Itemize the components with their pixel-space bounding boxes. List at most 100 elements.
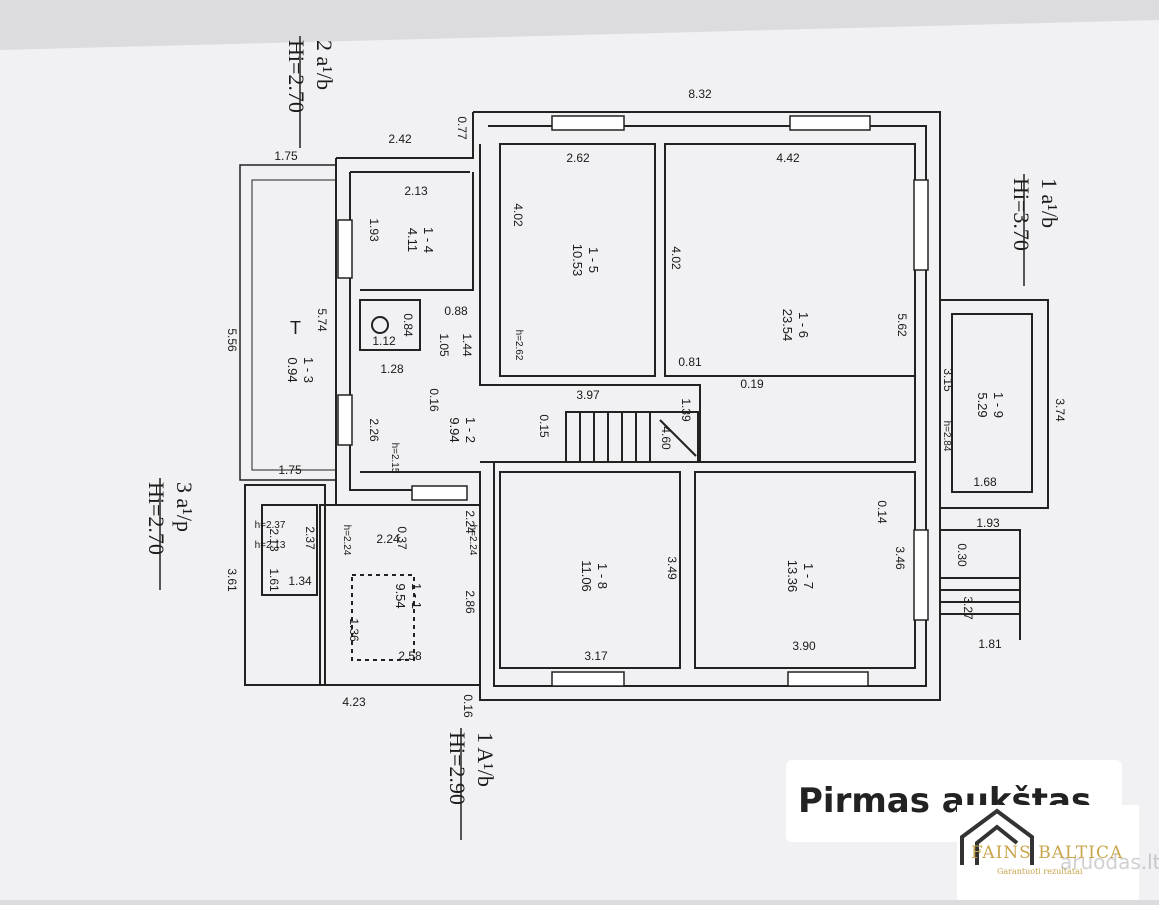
room-1-1-dashed <box>351 574 415 661</box>
room-1-5-id: 1 - 5 <box>586 247 601 273</box>
level-label-3-code: 3 a¹/p <box>172 482 197 532</box>
dimension-label: 3.61 <box>225 568 239 592</box>
terrace-label: T <box>290 318 301 338</box>
room-1-3-area: 0.94 <box>285 357 300 382</box>
dimension-label: 8.32 <box>688 87 712 101</box>
house-roof-icon <box>960 808 1034 865</box>
room-1-5-area: 10.53 <box>570 244 585 277</box>
dimension-label: 0.81 <box>678 355 702 369</box>
dimension-label: 5.74 <box>315 308 329 332</box>
room-1-3-id: 1 - 3 <box>301 357 316 383</box>
windows <box>337 115 929 687</box>
room-1-9-id: 1 - 9 <box>991 392 1006 418</box>
dimension-label: 3.27 <box>961 596 975 620</box>
dimension-label: 1.75 <box>274 149 298 163</box>
dimension-label: 2.42 <box>388 132 412 146</box>
dimension-label: 4.42 <box>776 151 800 165</box>
porch-inner <box>261 504 318 596</box>
dimension-label: 1.93 <box>976 516 1000 530</box>
room-1-9-area: 5.29 <box>975 392 990 417</box>
dimension-label: 1.39 <box>679 398 693 422</box>
level-label-3-height: Hi=2.70 <box>144 482 169 555</box>
logo-tagline: Garantuoti rezultatai <box>997 867 1083 876</box>
dimension-label: 5.62 <box>895 313 909 337</box>
wall-left-top <box>336 112 474 159</box>
dimension-label: 3.90 <box>792 639 816 653</box>
room-1-8-id: 1 - 8 <box>595 563 610 589</box>
stair-steps <box>579 412 651 462</box>
room-1-4-id: 1 - 4 <box>421 227 436 253</box>
wall-corridor <box>479 144 701 462</box>
level-label-4-height: Hi=2.90 <box>445 732 470 805</box>
exterior-steps <box>940 529 1021 640</box>
height-label: h=2.15 <box>389 443 400 474</box>
dimension-label: 2.24 <box>463 510 477 534</box>
level-label-1-code: 2 a¹/b <box>312 40 337 90</box>
room-1-5-walls <box>499 143 656 377</box>
dimension-label: 1.44 <box>460 333 474 357</box>
room-1-4-area: 4.11 <box>405 228 420 252</box>
dimension-label: 5.56 <box>225 328 239 352</box>
terrace-inner <box>251 179 337 471</box>
dimension-label: 2.24 <box>376 532 400 546</box>
dimension-label: 0.84 <box>401 313 415 337</box>
dimension-label: 0.88 <box>444 304 468 318</box>
watermark: aruodas.lt <box>1060 850 1159 874</box>
dimension-label: 1.93 <box>367 218 381 242</box>
room-1-2-id: 1 - 2 <box>463 417 478 443</box>
height-label: h=2.24 <box>341 525 352 556</box>
dimension-label: 3.17 <box>584 649 608 663</box>
dimension-label: 2.62 <box>566 151 590 165</box>
dimension-label: 0.16 <box>427 388 441 412</box>
dimension-label: 2.13 <box>267 528 281 552</box>
dimension-label: 0.19 <box>740 377 764 391</box>
dimension-label: 4.60 <box>659 426 673 450</box>
dimension-label: 0.16 <box>461 694 475 718</box>
dimension-label: 1.34 <box>288 574 312 588</box>
room-1-2-area: 9.94 <box>447 417 462 442</box>
dimension-label: 1.68 <box>973 475 997 489</box>
level-label-4-code: 1 A¹/b <box>473 732 498 787</box>
height-label: h=2.62 <box>513 330 524 361</box>
room-1-8-walls <box>499 471 681 669</box>
dimension-label: 1.36 <box>347 618 361 642</box>
dimension-label: 3.15 <box>941 368 955 392</box>
room-1-1-area: 9.54 <box>393 583 408 608</box>
dimension-label: 3.49 <box>665 556 679 580</box>
dimension-label: 1.12 <box>372 334 396 348</box>
dimension-label: 0.37 <box>395 526 409 550</box>
toilet-symbol <box>371 316 389 334</box>
porch-walls <box>244 484 326 686</box>
height-label: h=2.84 <box>941 421 952 452</box>
room-1-6-id: 1 - 6 <box>796 312 811 338</box>
level-label-1-height: Hi=2.70 <box>284 40 309 113</box>
level-label-rules <box>159 36 1025 840</box>
company-logo: FAINS BALTICA Garantuoti rezultatai <box>957 805 1139 900</box>
dimension-label: 1.28 <box>380 362 404 376</box>
room-1-9-inner <box>951 313 1033 493</box>
level-label-2-code: 1 a¹/b <box>1037 178 1062 228</box>
stair-diagonal <box>659 419 697 457</box>
dimension-label: 2.37 <box>303 526 317 550</box>
room-1-9-walls <box>939 299 1049 509</box>
dimension-label: 3.74 <box>1053 398 1067 422</box>
wc-walls <box>359 299 421 351</box>
dimension-label: 2.13 <box>404 184 428 198</box>
height-label: h=2.13 <box>255 540 286 551</box>
outer-wall-inner <box>488 125 927 687</box>
room-1-8-area: 11.06 <box>579 560 594 592</box>
dimension-label: 2.26 <box>367 418 381 442</box>
level-label-2-height: Hi=3.70 <box>1009 178 1034 251</box>
dimension-label: 1.75 <box>278 463 302 477</box>
height-label: h=2.37 <box>255 520 286 531</box>
dimension-label: 2.58 <box>398 649 422 663</box>
dimension-label: 0.30 <box>955 543 969 567</box>
logo-name: FAINS BALTICA <box>971 843 1124 863</box>
dimension-label: 2.86 <box>463 590 477 614</box>
dimension-label: 3.97 <box>576 388 600 402</box>
wall-1-4 <box>360 172 474 291</box>
dimension-label: 4.23 <box>342 695 366 709</box>
dimension-label: 1.81 <box>978 637 1002 651</box>
